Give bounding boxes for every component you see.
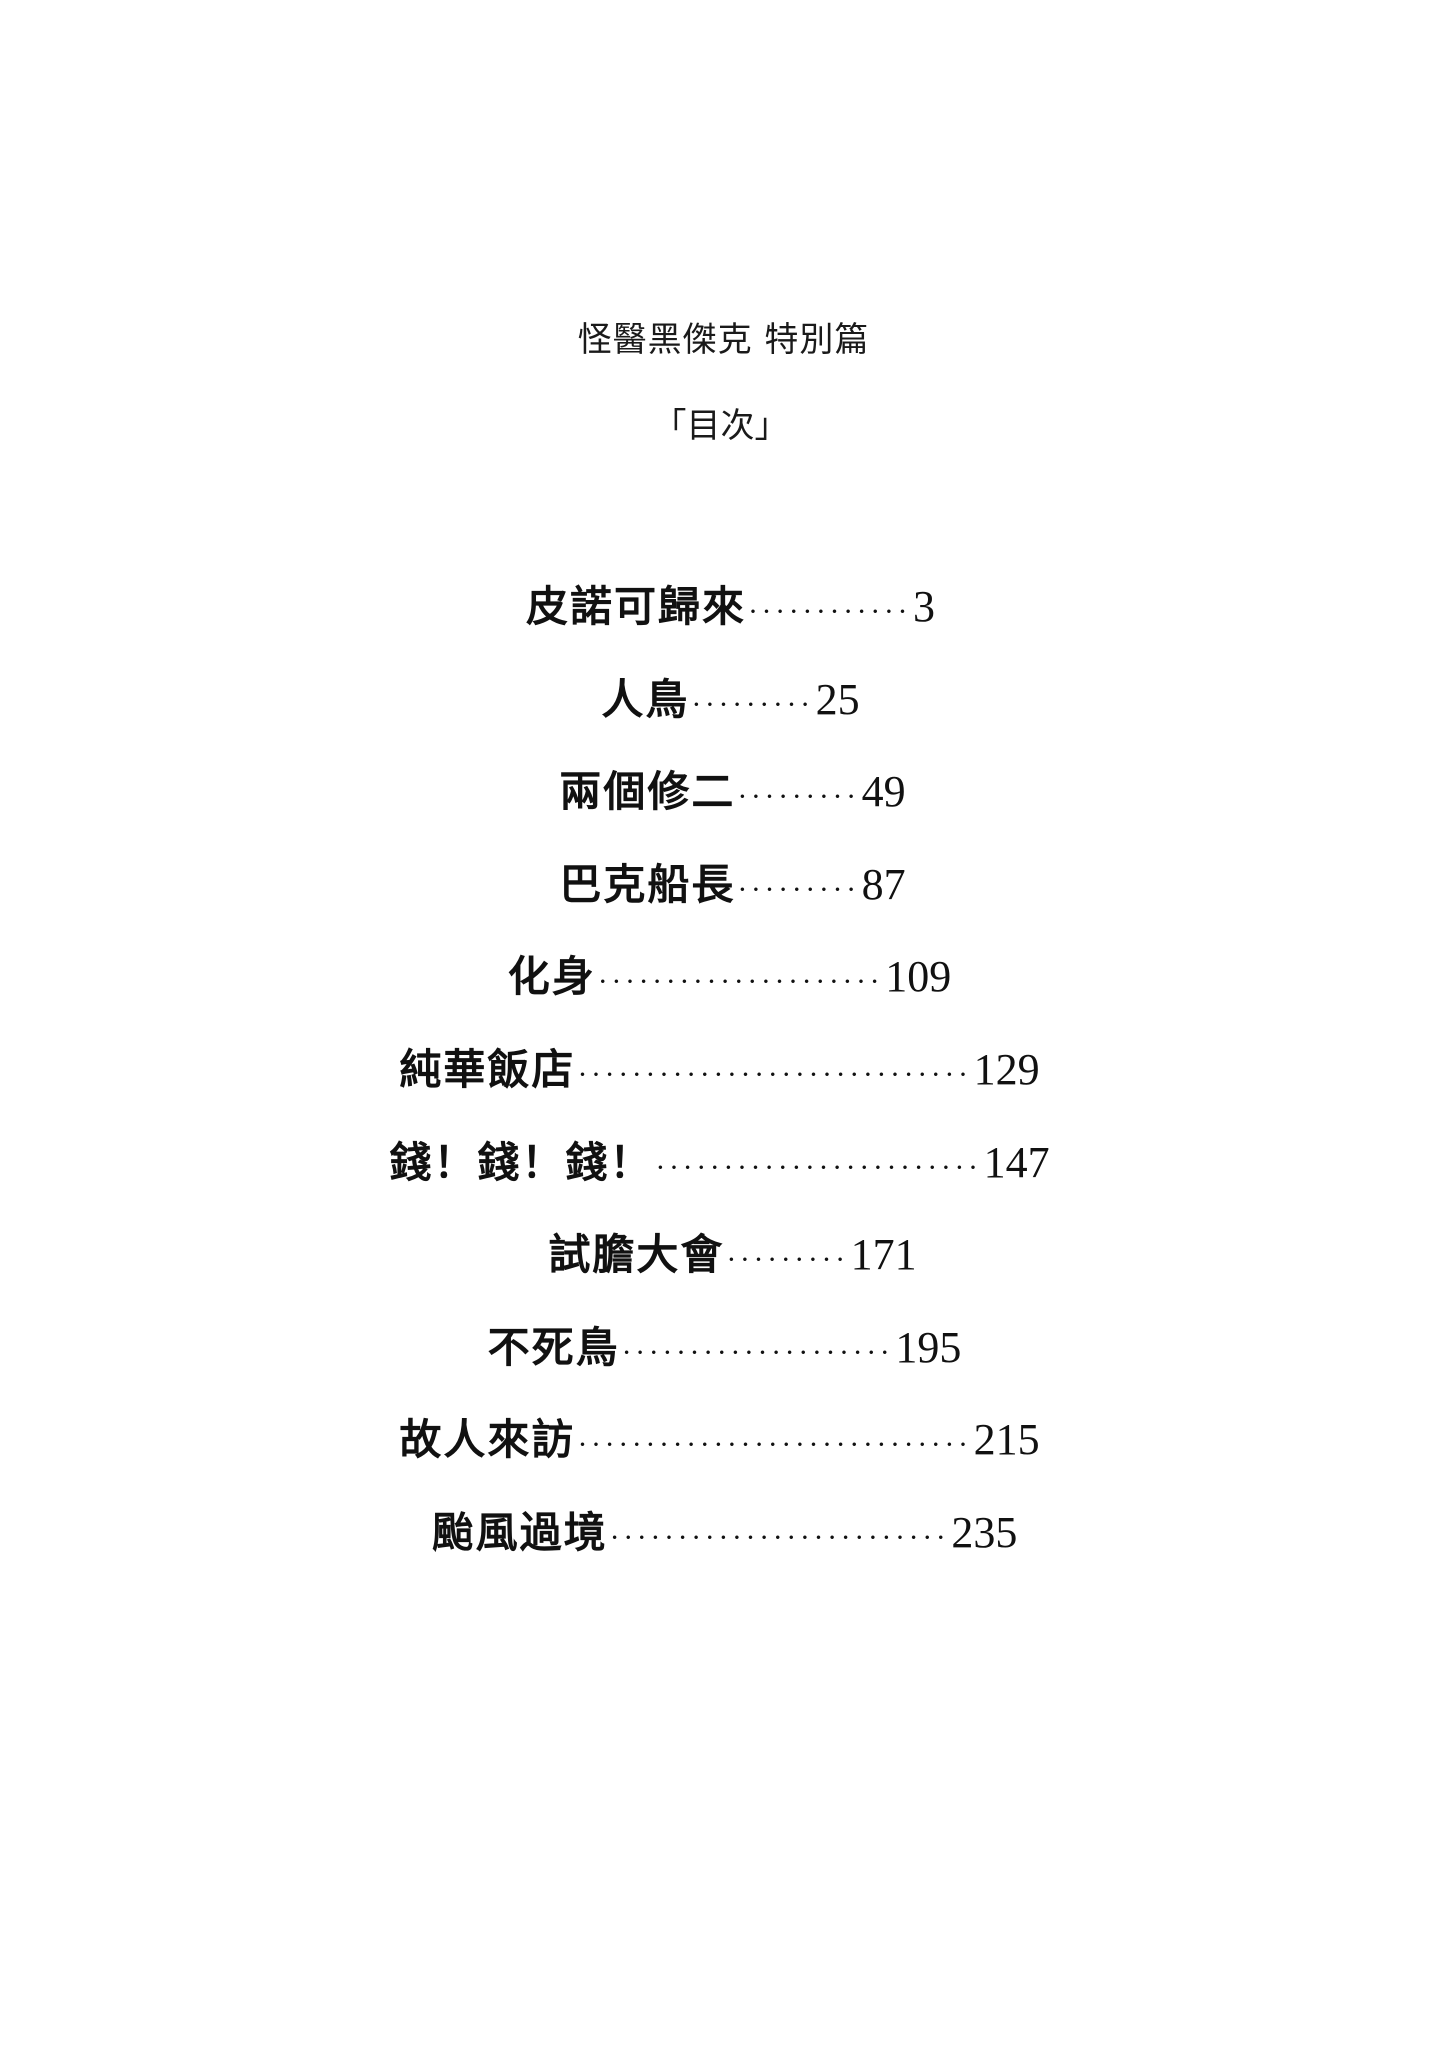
toc-entry-page-number: 87 — [861, 859, 906, 909]
toc-entry[interactable]: 化身 ····················· 109 — [0, 952, 1429, 1045]
toc-entry-title: 試膽大會 — [548, 1230, 725, 1280]
toc-entry-page-number: 235 — [951, 1507, 1018, 1557]
dot-leader: ····················· — [597, 965, 884, 999]
toc-entry-page-number: 109 — [885, 952, 952, 1002]
toc-entry-title: 不死鳥 — [487, 1322, 620, 1372]
toc-entry-page-number: 147 — [983, 1137, 1050, 1187]
toc-entry-title: 兩個修二 — [559, 767, 736, 817]
toc-entry-page-number: 171 — [850, 1230, 917, 1280]
toc-entry-page-number: 49 — [861, 767, 906, 817]
toc-entry-page-number: 215 — [973, 1415, 1040, 1465]
toc-entry-page-number: 129 — [973, 1044, 1040, 1094]
toc-entry-title: 純華飯店 — [399, 1044, 576, 1094]
toc-entry-page-number: 195 — [895, 1322, 962, 1372]
dot-leader: ····························· — [577, 1057, 972, 1091]
toc-entry[interactable]: 兩個修二 ········· 49 — [0, 767, 1429, 860]
toc-entry-title: 人鳥 — [601, 674, 690, 724]
toc-entry[interactable]: 巴克船長 ········· 87 — [0, 860, 1429, 953]
dot-leader: ···················· — [621, 1335, 894, 1369]
toc-entry-title: 皮諾可歸來 — [525, 582, 746, 631]
table-of-contents: 皮諾可歸來 ············ 3 人鳥 ········· 25 兩個修… — [0, 582, 1429, 1601]
toc-entry[interactable]: 錢！錢！錢！ ························ 147 — [0, 1138, 1429, 1231]
toc-entry[interactable]: 人鳥 ········· 25 — [0, 675, 1429, 768]
toc-entry[interactable]: 不死鳥 ···················· 195 — [0, 1323, 1429, 1416]
dot-leader: ············ — [747, 595, 912, 628]
toc-entry-title: 巴克船長 — [559, 859, 736, 909]
dot-leader: ········· — [737, 872, 860, 906]
toc-entry-title: 故人來訪 — [399, 1415, 576, 1465]
toc-entry-page-number: 25 — [815, 674, 860, 724]
dot-leader: ····························· — [577, 1428, 972, 1462]
dot-leader: ········· — [737, 780, 860, 814]
toc-heading: 「目次」 — [652, 406, 789, 446]
dot-leader: ········· — [691, 687, 814, 721]
toc-entry-title: 化身 — [507, 952, 596, 1002]
toc-entry-title: 錢！錢！錢！ — [389, 1137, 654, 1187]
toc-entry[interactable]: 故人來訪 ····························· 215 — [0, 1415, 1429, 1508]
toc-entry[interactable]: 純華飯店 ····························· 129 — [0, 1045, 1429, 1138]
toc-entry[interactable]: 颱風過境 ························· 235 — [0, 1508, 1429, 1601]
toc-entry-page-number: 3 — [913, 582, 936, 631]
dot-leader: ························· — [609, 1520, 950, 1554]
toc-entry[interactable]: 試膽大會 ········· 171 — [0, 1230, 1429, 1323]
toc-entry[interactable]: 皮諾可歸來 ············ 3 — [0, 582, 1429, 675]
toc-entry-title: 颱風過境 — [431, 1507, 608, 1557]
dot-leader: ························ — [655, 1150, 982, 1184]
dot-leader: ········· — [726, 1243, 849, 1277]
series-title: 怪醫黑傑克 特別篇 — [577, 320, 870, 360]
